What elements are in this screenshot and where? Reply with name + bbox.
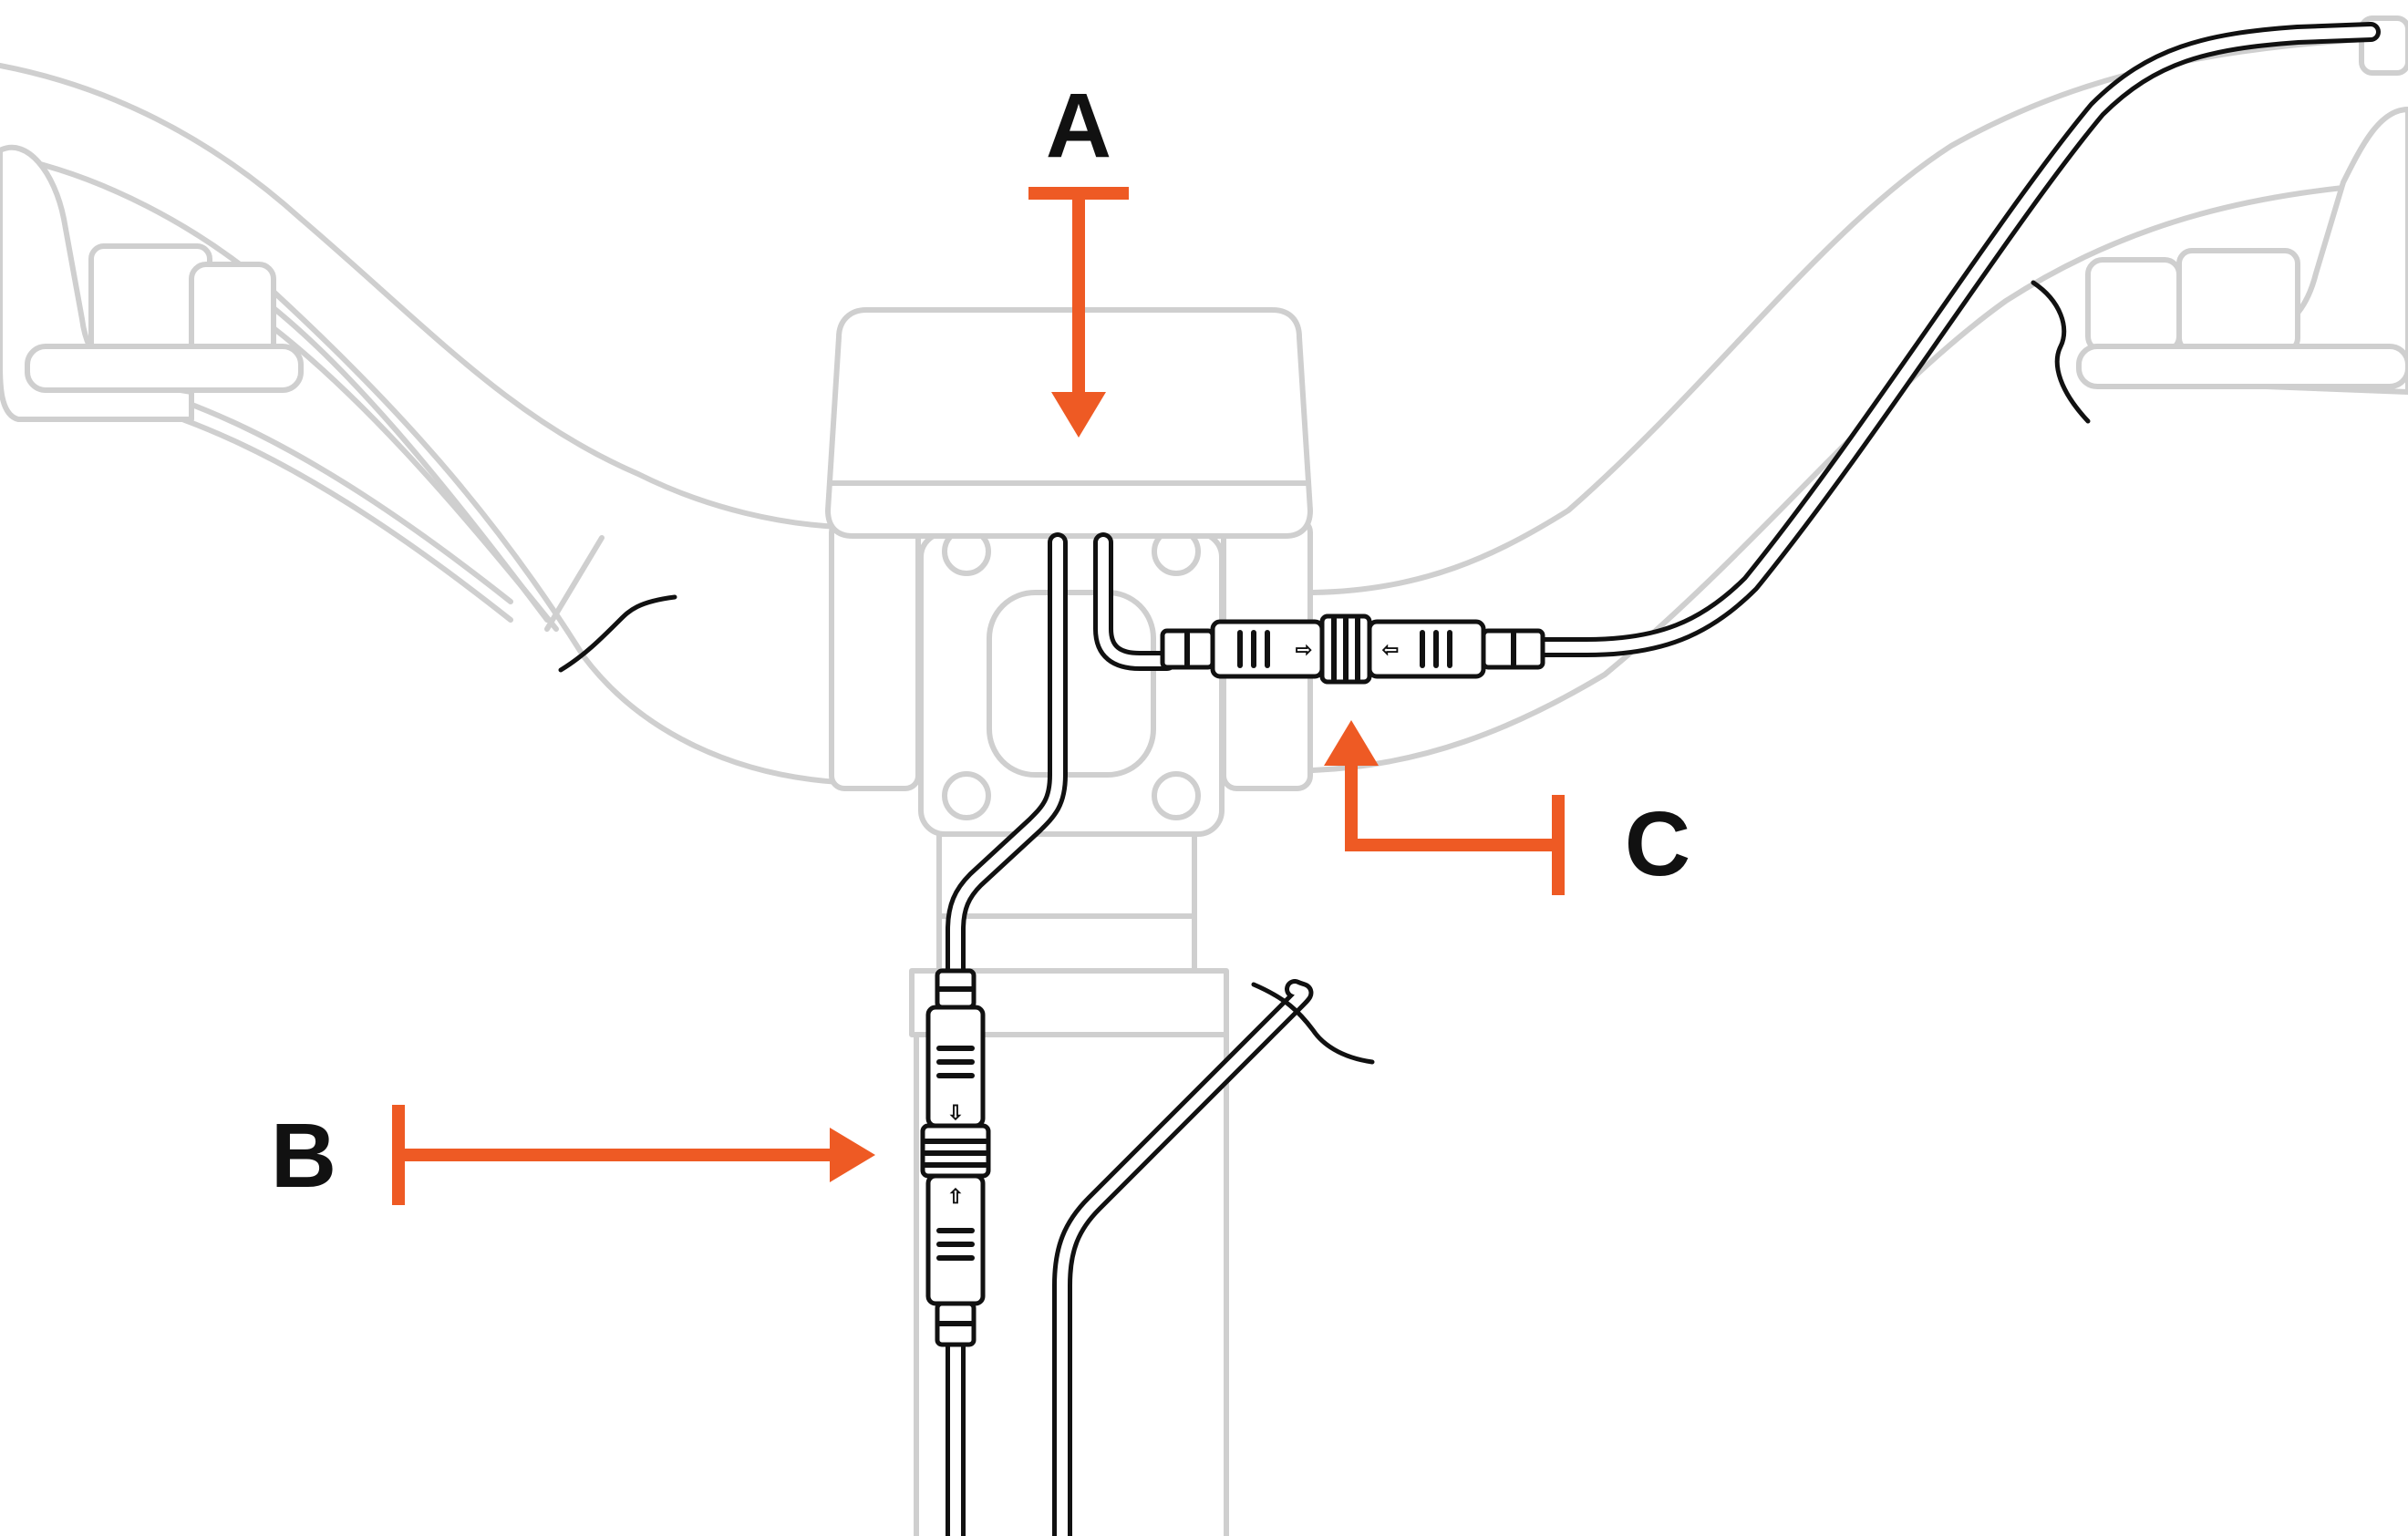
- display-unit: [825, 307, 1313, 539]
- handlebar-upper-edge: [0, 63, 842, 530]
- callout-a-arrowhead: [1051, 392, 1106, 438]
- connector-b-down-arrow-icon: ⇩: [947, 1101, 964, 1124]
- callout-a: [1028, 187, 1129, 438]
- connector-c-right-arrow-icon: ⇨: [1296, 638, 1312, 661]
- right-cable-cut-mark: [2031, 280, 2091, 424]
- connector-b: ⇩ ⇧: [920, 968, 991, 1347]
- stem-bolt-bottom-right: [1152, 771, 1201, 820]
- connector-c-left-arrow-icon: ⇦: [1382, 638, 1399, 661]
- connector-b-up-arrow-icon: ⇧: [947, 1185, 964, 1208]
- label-a: A: [1046, 75, 1111, 177]
- frame-cable-cut-mark: [1251, 982, 1375, 1065]
- cable-c-right-inner: [1535, 26, 2376, 653]
- frame-cable-inner: [1057, 984, 1309, 1536]
- stem-bolt-bottom-left: [942, 771, 991, 820]
- cable-b-upper-inner: [950, 537, 1063, 985]
- right-lever-bar: [2076, 344, 2408, 389]
- right-switch-cap: [2085, 257, 2182, 354]
- label-c: C: [1625, 793, 1690, 895]
- callout-b: [392, 1105, 875, 1205]
- callout-c-shaft: [1345, 761, 1558, 851]
- left-cable-cut-mark: [558, 594, 677, 673]
- handlebar-lower-edge: [0, 152, 842, 785]
- callout-b-arrowhead: [830, 1128, 875, 1182]
- handlebar-drawing: [0, 15, 2408, 1536]
- stem-spacer-2: [936, 913, 1197, 974]
- cable-c-left-inner: [1098, 537, 1173, 666]
- stem-faceplate-window: [987, 590, 1156, 778]
- callout-c-arrowhead: [1324, 720, 1379, 766]
- stem-clamp-left: [829, 517, 921, 791]
- right-switch-housing: [2176, 248, 2300, 354]
- left-grip-cable-2: [271, 325, 559, 632]
- left-lever-bar: [25, 344, 304, 393]
- label-b: B: [271, 1105, 336, 1207]
- callout-c: [1324, 720, 1565, 895]
- connector-c: ⇨ ⇦: [1160, 613, 1545, 685]
- display-cables: [558, 22, 2381, 1536]
- left-zip-tie: [544, 535, 605, 632]
